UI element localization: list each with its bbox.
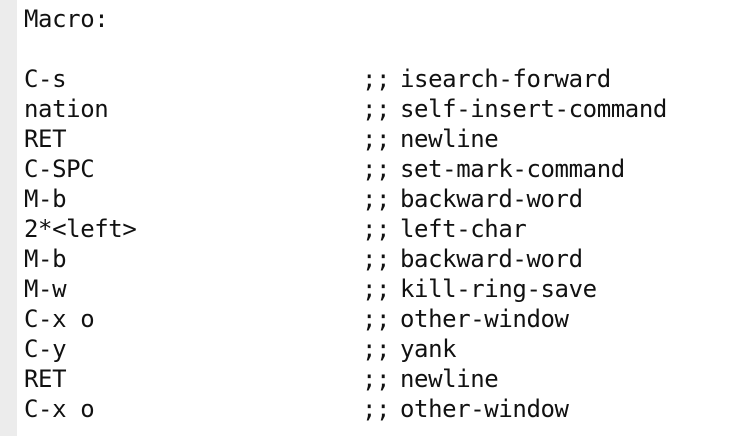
command-name: yank (400, 335, 457, 363)
comment-marker: ;; (362, 125, 391, 153)
macro-line[interactable]: 2*<left> ;; left-char (24, 214, 740, 244)
key-sequence: C-s (24, 65, 67, 93)
macro-line[interactable]: C-s ;; isearch-forward (24, 64, 740, 94)
comment-marker: ;; (362, 155, 391, 183)
key-sequence: M-w (24, 275, 67, 303)
command-name: backward-word (400, 245, 583, 273)
key-sequence: C-x o (24, 305, 95, 333)
key-sequence: C-y (24, 335, 67, 363)
comment-marker: ;; (362, 65, 391, 93)
command-name: self-insert-command (400, 95, 667, 123)
comment-marker: ;; (362, 365, 391, 393)
macro-line[interactable]: C-y ;; yank (24, 334, 740, 364)
comment-marker: ;; (362, 95, 391, 123)
command-name: set-mark-command (400, 155, 625, 183)
macro-line[interactable]: M-b ;; backward-word (24, 244, 740, 274)
macro-line[interactable]: RET ;; newline (24, 124, 740, 154)
blank-line (24, 34, 740, 64)
comment-marker: ;; (362, 395, 391, 423)
command-name: other-window (400, 305, 569, 333)
macro-line[interactable]: RET ;; newline (24, 364, 740, 394)
macro-line[interactable]: C-SPC ;; set-mark-command (24, 154, 740, 184)
comment-marker: ;; (362, 305, 391, 333)
key-sequence: RET (24, 125, 67, 153)
key-sequence: 2*<left> (24, 215, 137, 243)
command-name: other-window (400, 395, 569, 423)
macro-header-line: Macro: (24, 4, 740, 34)
key-sequence: C-x o (24, 395, 95, 423)
comment-marker: ;; (362, 275, 391, 303)
command-name: isearch-forward (400, 65, 611, 93)
command-name: newline (400, 365, 499, 393)
macro-line[interactable]: C-x o ;; other-window (24, 304, 740, 334)
key-sequence: M-b (24, 185, 67, 213)
key-sequence: C-SPC (24, 155, 95, 183)
key-sequence: M-b (24, 245, 67, 273)
comment-marker: ;; (362, 245, 391, 273)
command-name: newline (400, 125, 499, 153)
macro-line[interactable]: nation ;; self-insert-command (24, 94, 740, 124)
comment-marker: ;; (362, 185, 391, 213)
key-sequence: RET (24, 365, 67, 393)
macro-line[interactable]: M-b ;; backward-word (24, 184, 740, 214)
macro-editor-text[interactable]: Macro: C-s ;; isearch-forward nation ;; … (24, 4, 740, 424)
command-name: backward-word (400, 185, 583, 213)
command-name: kill-ring-save (400, 275, 597, 303)
macro-line[interactable]: M-w ;; kill-ring-save (24, 274, 740, 304)
macro-line[interactable]: C-x o ;; other-window (24, 394, 740, 424)
comment-marker: ;; (362, 215, 391, 243)
macro-header-label: Macro: (24, 5, 109, 33)
left-fringe (0, 0, 17, 436)
command-name: left-char (400, 215, 527, 243)
key-sequence: nation (24, 95, 109, 123)
comment-marker: ;; (362, 335, 391, 363)
